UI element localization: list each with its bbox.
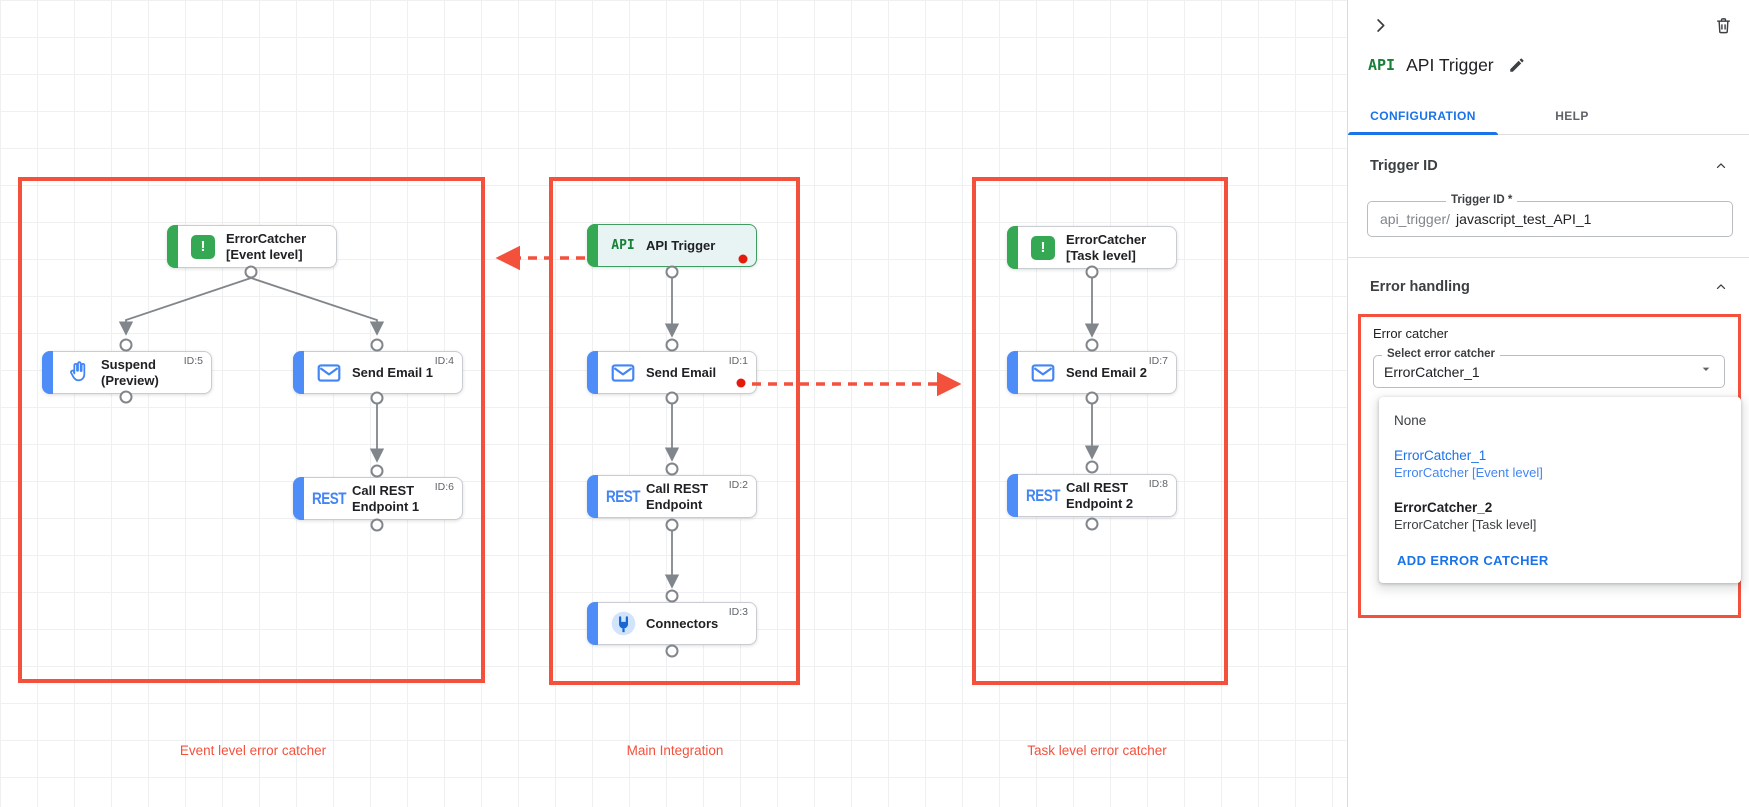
node-label: Call REST Endpoint 2 bbox=[1066, 479, 1134, 511]
node-id-badge: ID:5 bbox=[183, 355, 203, 367]
trigger-id-field-label: Trigger ID * bbox=[1446, 194, 1518, 206]
tab-help[interactable]: HELP bbox=[1555, 108, 1589, 123]
node-api-trigger[interactable]: API API Trigger bbox=[587, 224, 757, 267]
node-suspend-preview[interactable]: Suspend (Preview) ID:5 bbox=[42, 351, 212, 394]
integration-canvas[interactable]: Event level error catcher Main Integrati… bbox=[0, 0, 1347, 807]
node-label: Send Email 1 bbox=[352, 364, 433, 380]
email-icon bbox=[608, 360, 638, 386]
main-integration-group-label: Main Integration bbox=[626, 743, 724, 758]
connector-plug-icon bbox=[608, 610, 638, 637]
node-label: Call REST Endpoint 1 bbox=[352, 482, 420, 514]
node-label: ErrorCatcher [Event level] bbox=[226, 230, 307, 262]
event-level-group-label: Event level error catcher bbox=[179, 743, 327, 758]
node-accent-bar bbox=[587, 224, 598, 267]
email-icon bbox=[1028, 360, 1058, 386]
chevron-up-icon bbox=[1716, 163, 1726, 169]
trigger-id-prefix: api_trigger/ bbox=[1380, 211, 1451, 227]
node-send-email-1[interactable]: Send Email 1 ID:4 bbox=[293, 351, 463, 394]
select-error-catcher-label: Select error catcher bbox=[1382, 348, 1501, 360]
collapse-trigger-id-button[interactable] bbox=[1709, 154, 1733, 178]
panel-title: API Trigger bbox=[1406, 54, 1494, 75]
error-handling-section-header: Error handling bbox=[1370, 279, 1470, 295]
node-id-badge: ID:1 bbox=[728, 355, 748, 367]
collapse-panel-button[interactable] bbox=[1368, 13, 1392, 37]
task-level-group-label: Task level error catcher bbox=[1027, 743, 1167, 758]
dropdown-caret-icon bbox=[1698, 361, 1714, 382]
trigger-id-value[interactable]: javascript_test_API_1 bbox=[1456, 211, 1592, 227]
trigger-id-field[interactable]: Trigger ID * api_trigger/ javascript_tes… bbox=[1367, 194, 1733, 237]
node-errorcatcher-task-level[interactable]: ! ErrorCatcher [Task level] bbox=[1007, 226, 1177, 269]
trigger-id-section-header: Trigger ID bbox=[1370, 158, 1438, 174]
node-id-badge: ID:8 bbox=[1148, 478, 1168, 490]
node-accent-bar bbox=[587, 602, 598, 645]
rest-icon: REST bbox=[1026, 486, 1061, 505]
chevron-up-icon bbox=[1716, 284, 1726, 290]
add-error-catcher-button[interactable]: ADD ERROR CATCHER bbox=[1397, 553, 1549, 568]
node-connectors[interactable]: Connectors ID:3 bbox=[587, 602, 757, 645]
main-integration-group-box bbox=[549, 177, 800, 685]
node-call-rest-endpoint-1[interactable]: REST Call REST Endpoint 1 ID:6 bbox=[293, 477, 463, 520]
node-call-rest-endpoint-2[interactable]: REST Call REST Endpoint 2 ID:8 bbox=[1007, 474, 1177, 517]
task-level-group-box bbox=[972, 177, 1228, 685]
email-icon bbox=[314, 360, 344, 386]
select-error-catcher-dropdown[interactable]: Select error catcher ErrorCatcher_1 bbox=[1373, 348, 1725, 388]
section-divider bbox=[1348, 257, 1749, 258]
trash-icon bbox=[1716, 17, 1730, 33]
error-catcher-highlight-box: Error catcher Select error catcher Error… bbox=[1358, 314, 1741, 618]
select-error-catcher-value: ErrorCatcher_1 bbox=[1384, 363, 1480, 380]
node-accent-bar bbox=[587, 475, 598, 518]
node-id-badge: ID:7 bbox=[1148, 355, 1168, 367]
rest-icon: REST bbox=[606, 487, 641, 506]
config-side-panel: API API Trigger CONFIGURATION HELP Trigg… bbox=[1347, 0, 1749, 807]
node-accent-bar bbox=[1007, 351, 1018, 394]
node-accent-bar bbox=[293, 477, 304, 520]
node-label: Suspend (Preview) bbox=[101, 356, 159, 388]
pencil-icon bbox=[1509, 58, 1524, 72]
error-catcher-icon: ! bbox=[1028, 235, 1058, 260]
delete-trigger-button[interactable] bbox=[1711, 13, 1735, 37]
node-label: Send Email 2 bbox=[1066, 364, 1147, 380]
node-call-rest-endpoint[interactable]: REST Call REST Endpoint ID:2 bbox=[587, 475, 757, 518]
node-accent-bar bbox=[1007, 474, 1018, 517]
node-accent-bar bbox=[587, 351, 598, 394]
node-id-badge: ID:6 bbox=[434, 481, 454, 493]
node-label: Send Email bbox=[646, 364, 717, 380]
chevron-right-icon bbox=[1376, 18, 1385, 32]
node-id-badge: ID:3 bbox=[728, 606, 748, 618]
node-label: API Trigger bbox=[646, 237, 716, 253]
node-accent-bar bbox=[42, 351, 53, 394]
node-accent-bar bbox=[1007, 226, 1018, 269]
node-send-email-2[interactable]: Send Email 2 ID:7 bbox=[1007, 351, 1177, 394]
menu-item-errorcatcher-2[interactable]: ErrorCatcher_2 ErrorCatcher [Task level] bbox=[1394, 500, 1537, 532]
api-trigger-logo-icon: API bbox=[1368, 56, 1396, 74]
suspend-hand-icon bbox=[63, 360, 93, 385]
node-id-badge: ID:4 bbox=[434, 355, 454, 367]
collapse-error-handling-button[interactable] bbox=[1709, 275, 1733, 299]
menu-item-none[interactable]: None bbox=[1394, 413, 1427, 428]
node-accent-bar bbox=[293, 351, 304, 394]
node-label: Connectors bbox=[646, 615, 719, 631]
node-id-badge: ID:2 bbox=[728, 479, 748, 491]
error-catcher-dropdown-menu: None ErrorCatcher_1 ErrorCatcher [Event … bbox=[1379, 397, 1741, 583]
node-send-email[interactable]: Send Email ID:1 bbox=[587, 351, 757, 394]
panel-tabs: CONFIGURATION HELP bbox=[1348, 97, 1749, 135]
node-label: Call REST Endpoint bbox=[646, 480, 709, 512]
error-catcher-group-label: Error catcher bbox=[1373, 326, 1449, 341]
error-catcher-icon: ! bbox=[188, 234, 218, 259]
edit-title-button[interactable] bbox=[1505, 53, 1529, 77]
tab-configuration[interactable]: CONFIGURATION bbox=[1348, 97, 1498, 135]
node-label: ErrorCatcher [Task level] bbox=[1066, 231, 1147, 263]
node-accent-bar bbox=[167, 225, 178, 268]
rest-icon: REST bbox=[312, 489, 347, 508]
menu-item-errorcatcher-1[interactable]: ErrorCatcher_1 ErrorCatcher [Event level… bbox=[1394, 448, 1543, 480]
event-level-group-box bbox=[18, 177, 485, 683]
api-trigger-icon: API bbox=[611, 238, 635, 253]
node-errorcatcher-event-level[interactable]: ! ErrorCatcher [Event level] bbox=[167, 225, 337, 268]
